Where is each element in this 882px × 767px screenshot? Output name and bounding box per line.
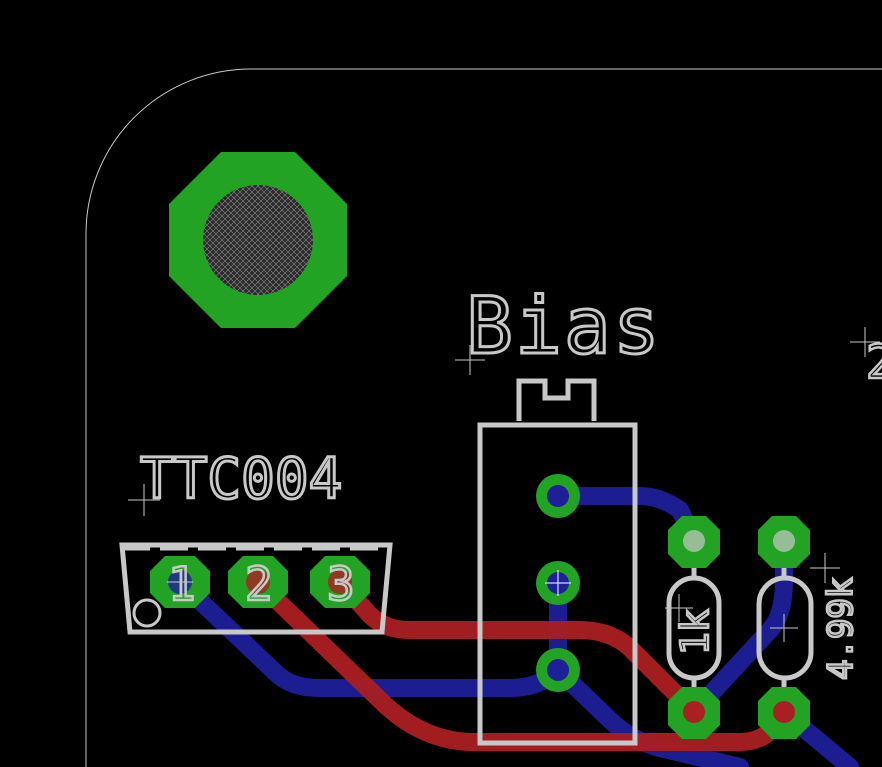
origin-markers [128,327,880,642]
resistor-1k-label: 1k [673,609,717,655]
trace-pin3 [331,573,703,721]
ttc004-package-outline [119,542,393,635]
resistor-4-99k-label: 4.99k [821,578,861,680]
partial-label-right: 2 [866,335,882,389]
r1-pad-top [668,516,720,568]
mounting-hole[interactable] [169,152,347,328]
r2-pad-bottom [758,687,810,739]
r2-pad-top [758,516,810,568]
pin-3-label: 3 [327,557,355,611]
board-outline [85,68,882,767]
pot-pad-3 [536,648,580,692]
pot-pad-1 [536,474,580,518]
potentiometer-outline [477,378,638,746]
resistor-pads[interactable] [668,516,810,739]
pad-3 [310,556,370,608]
bias-label: Bias [466,282,662,372]
pad-2 [228,556,288,608]
ttc004-label: TTC004 [140,447,342,512]
trace-pot-to-r1 [549,487,703,549]
pin-1-label: 1 [168,557,196,611]
pin-2-label: 2 [245,557,273,611]
r1-pad-bottom [668,687,720,739]
